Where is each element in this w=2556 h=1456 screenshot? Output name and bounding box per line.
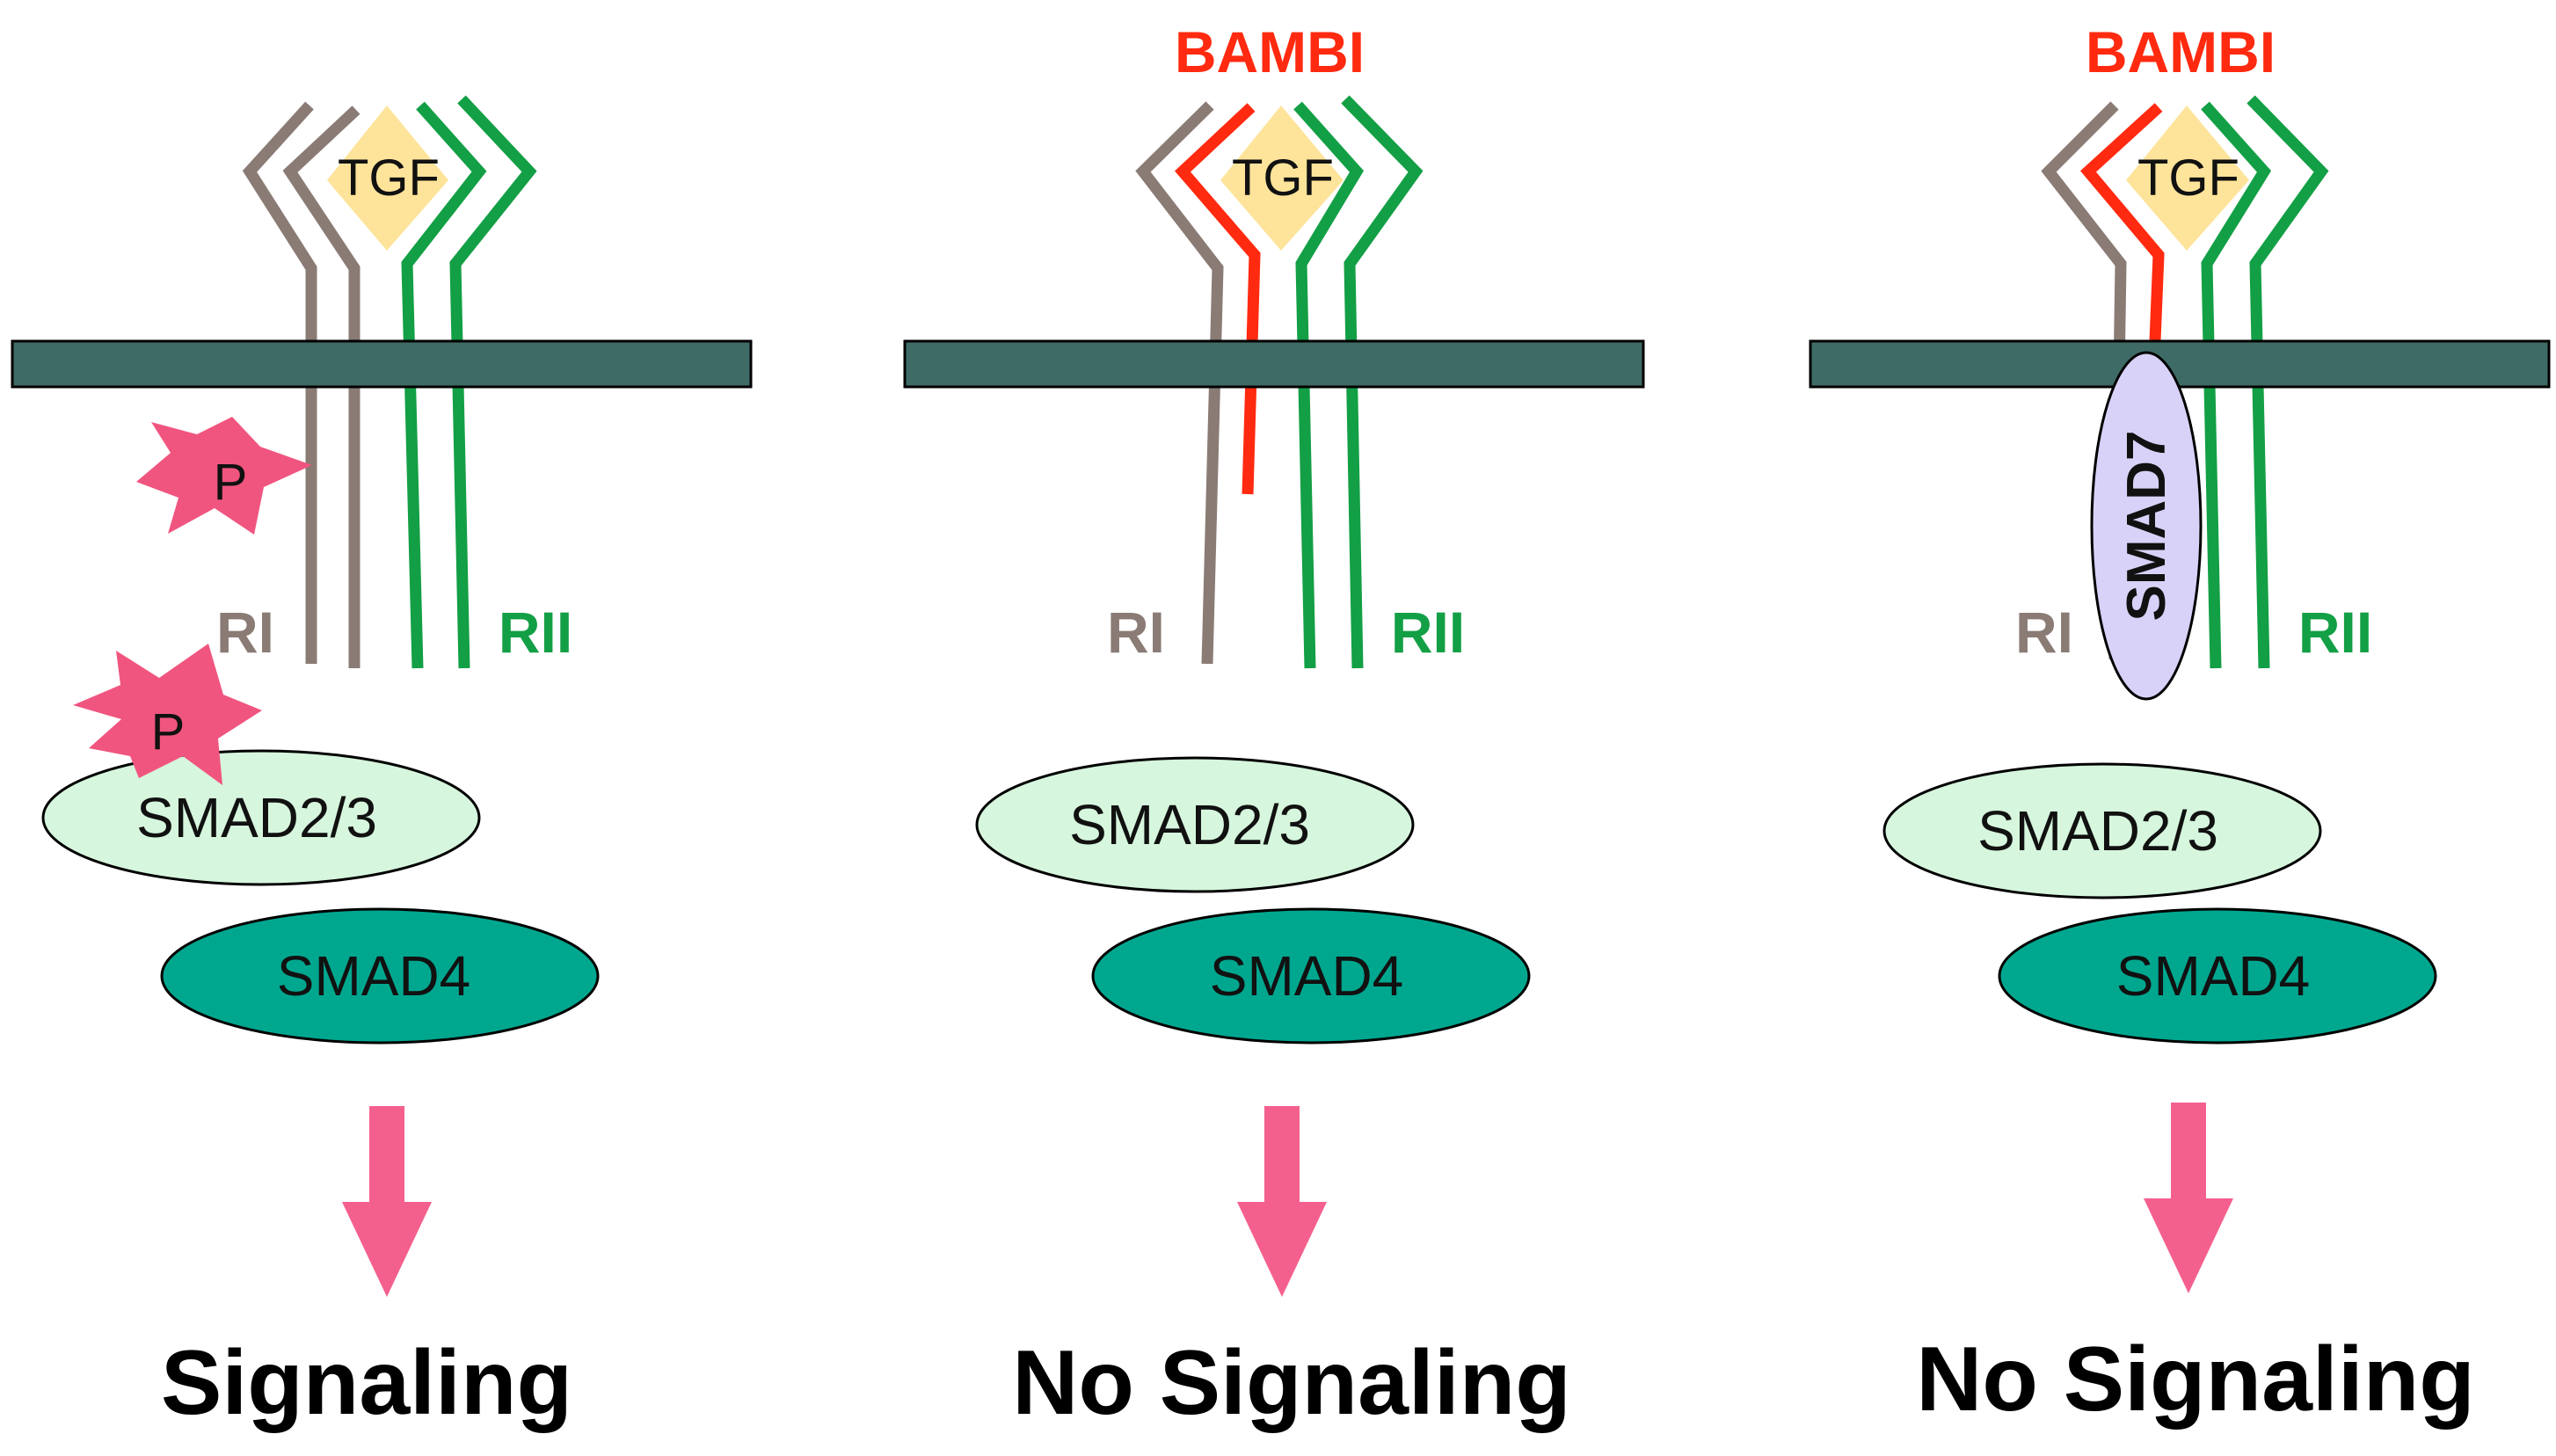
smad23-protein [41,749,481,886]
tgf-ligand [1220,106,1344,251]
rii-receptor-strand-outer [449,95,537,669]
tgf-ligand [327,106,448,251]
smad7-protein [2090,351,2203,701]
smad4-label: SMAD4 [2116,944,2311,1008]
rii-receptor-strand-inner [401,101,487,669]
smad23-label: SMAD2/3 [136,786,377,849]
tgf-label: TGF [338,149,440,207]
cell-membrane [1809,339,2551,389]
smad4-protein [160,907,600,1045]
bambi-label: BAMBI [1175,19,1365,84]
smad23-label: SMAD2/3 [1977,799,2218,863]
phosphate-burst-smad [73,644,262,785]
signal-arrow [342,1106,432,1297]
rii-receptor-strand-inner [1293,101,1365,669]
bambi-pseudoreceptor [2080,103,2165,363]
rii-label: RII [2298,600,2372,665]
ri-receptor-strand [1135,101,1224,665]
phosphate-burst-receptor [136,417,312,535]
panel-bambi-no-signaling: BAMBI TGF RI RII SMAD4 SMAD2/3 No Signal… [903,19,1645,1434]
smad23-protein [975,756,1415,893]
smad7-label: SMAD7 [2116,430,2177,621]
outcome-label: No Signaling [1916,1329,2475,1431]
smad4-label: SMAD4 [277,944,471,1008]
ri-label: RI [2015,600,2073,665]
rii-label: RII [1391,600,1465,665]
ri-receptor-strand-outer [242,101,317,664]
outcome-label: No Signaling [1012,1332,1571,1434]
smad4-label: SMAD4 [1210,944,1404,1008]
rii-receptor-strand-inner [2201,101,2272,669]
ri-receptor-strand-inner [282,106,360,668]
rii-label: RII [499,600,572,665]
signal-arrow [2144,1103,2233,1293]
ri-label: RI [216,600,274,665]
phosphate-label-receptor: P [214,454,248,511]
outcome-label: Signaling [161,1332,572,1434]
cell-membrane [11,339,753,389]
tgf-label: TGF [1232,149,1334,207]
panel-bambi-smad7-no-signaling: BAMBI TGF SMAD7 RI RII SMAD4 SMAD2/3 No … [1809,19,2551,1431]
cell-membrane [903,339,1645,389]
tgf-label: TGF [2137,149,2239,207]
smad23-label: SMAD2/3 [1069,793,1310,856]
smad23-protein [1882,762,2322,899]
signal-arrow [1237,1106,1327,1297]
tgf-ligand [2126,106,2249,251]
rii-receptor-strand-outer [1341,95,1424,669]
phosphate-label-smad: P [151,703,186,761]
smad4-protein [1998,907,2437,1045]
ri-label: RI [1107,600,1165,665]
smad4-protein [1091,907,1531,1045]
bambi-label: BAMBI [2086,19,2276,84]
rii-receptor-strand-outer [2247,95,2329,669]
panel-signaling: TGF P RI RII SMAD4 SMAD2/3 P Signaling [11,95,753,1434]
